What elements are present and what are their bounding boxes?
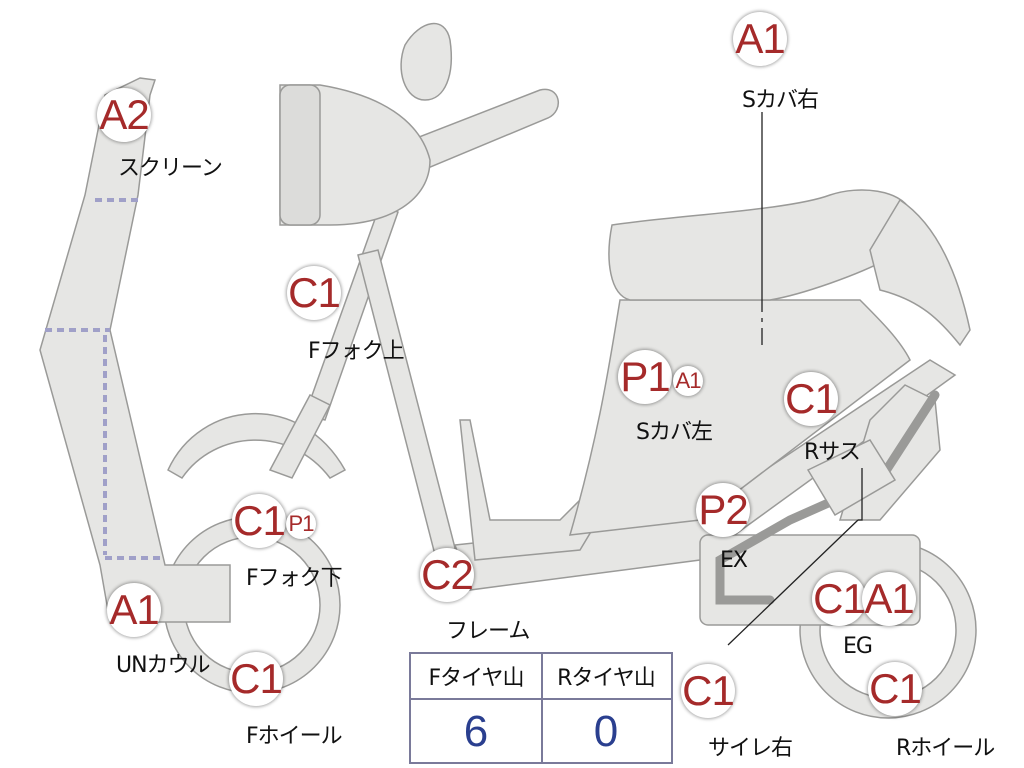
seat-shape [608,189,911,301]
code-badge-exhaust: P2 [696,483,750,537]
label-f-fork-upper: Fフォク上 [308,339,405,364]
label-s-cover-right: Sカバ右 [742,88,819,113]
label-under-cowl: UNカウル [116,653,211,678]
label-r-wheel: Rホイール [896,736,995,761]
leader-r-suspension [858,468,863,521]
code-badge-engine-2: A1 [862,572,916,626]
code-badge-f-wheel: C1 [229,652,283,706]
front-tread-header: Fタイヤ山 [428,666,525,691]
code-badge-r-wheel: C1 [868,662,922,716]
code-badge-s-cover-left-2: A1 [673,366,703,396]
label-engine: EG [843,634,873,659]
frame-downtube-shape [357,249,463,583]
label-f-fork-lower: Fフォク下 [246,566,343,591]
tire-tread-table: Fタイヤ山 Rタイヤ山 6 0 [409,652,673,764]
rear-tread-value: 0 [593,707,619,756]
front-tread-value: 6 [463,707,489,756]
rear-cowl-shape [869,198,971,347]
code-badge-f-fork-lower: C1 [232,494,286,548]
code-badge-engine: C1 [812,572,866,626]
code-badge-under-cowl: A1 [107,583,161,637]
code-badge-frame: C2 [420,548,474,602]
code-badge-f-fork-lower-2: P1 [286,509,316,539]
label-r-suspension: Rサス [804,440,861,465]
label-exhaust: EX [720,548,748,573]
code-badge-screen: A2 [97,88,151,142]
mirror-shape [400,22,452,101]
exhaust-pipe-shape [715,390,940,605]
leader-silencer-right [727,519,859,646]
code-badge-r-suspension: C1 [784,372,838,426]
label-s-cover-left: Sカバ左 [636,420,713,445]
label-screen: スクリーン [118,156,223,181]
label-frame: フレーム [446,619,530,644]
code-badge-s-cover-right: A1 [733,12,787,66]
label-silencer-right: サイレ右 [708,736,793,761]
code-badge-f-fork-upper: C1 [287,266,341,320]
code-badge-silencer-right: C1 [681,664,735,718]
label-f-wheel: Fホイール [246,724,343,749]
rear-tread-header: Rタイヤ山 [557,666,656,691]
code-badge-s-cover-left: P1 [618,350,672,404]
